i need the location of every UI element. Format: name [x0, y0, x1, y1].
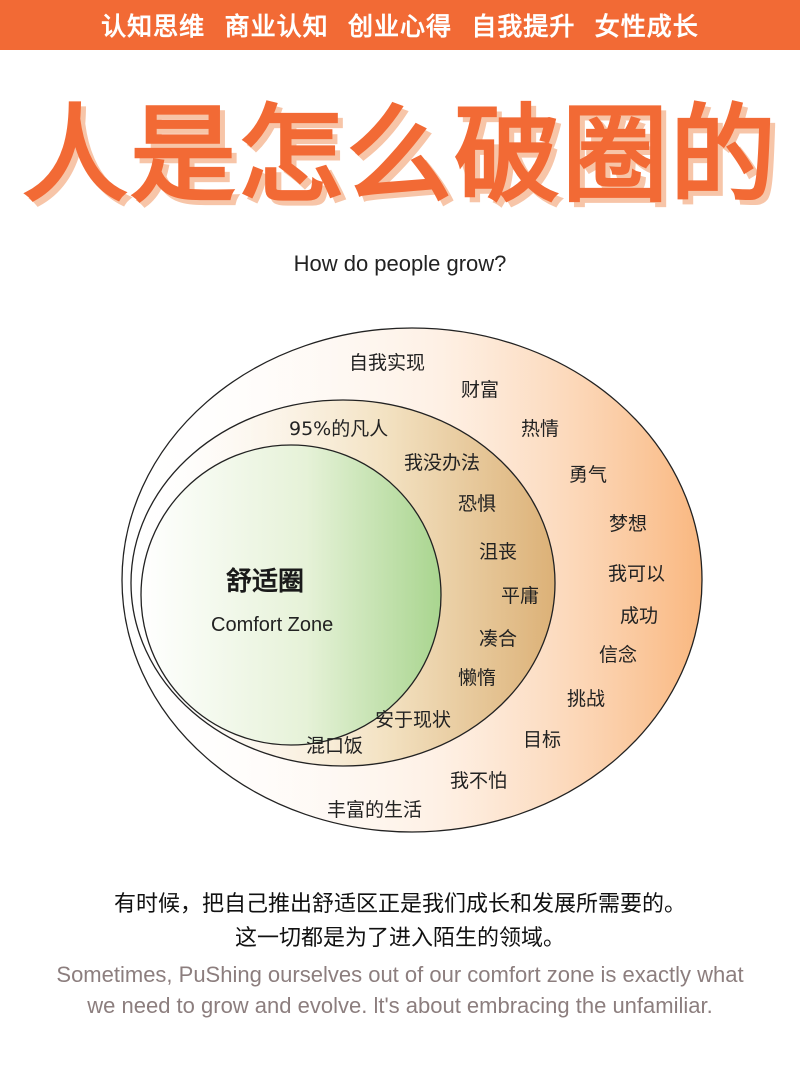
outer-label: 信念 [599, 644, 638, 666]
outer-label: 勇气 [569, 464, 608, 486]
caption-cn-line1: 有时候，把自己推出舒适区正是我们成长和发展所需要的。 [113, 892, 686, 917]
middle-label: 平庸 [501, 585, 540, 607]
middle-label: 恐惧 [458, 493, 497, 515]
outer-label: 热情 [521, 418, 560, 440]
banner-tags: 认知思维 商业认知 创业心得 自我提升 女性成长 [101, 12, 699, 41]
comfort-zone-subtitle: Comfort Zone [211, 614, 334, 636]
comfort-zone-title: 舒适圈 [226, 567, 305, 597]
outer-label: 目标 [523, 729, 562, 751]
outer-label: 丰富的生活 [327, 799, 423, 821]
middle-label: 我没办法 [404, 452, 481, 474]
middle-label: 混口饭 [306, 735, 364, 757]
top-banner: 认知思维 商业认知 创业心得 自我提升 女性成长 [0, 0, 800, 50]
caption-en-line1: Sometimes, PuShing ourselves out of our … [56, 962, 744, 987]
middle-label: 凑合 [479, 628, 518, 650]
middle-label: 懒惰 [458, 667, 497, 689]
middle-label: 安于现状 [375, 709, 452, 731]
comfort-zone [140, 444, 442, 746]
outer-label: 我不怕 [450, 770, 508, 792]
main-title: 人是怎么破圈的 [22, 94, 778, 217]
subtitle: How do people grow? [293, 251, 507, 276]
caption-cn-line2: 这一切都是为了进入陌生的领域。 [234, 926, 565, 951]
outer-label: 梦想 [609, 513, 648, 535]
middle-label: 沮丧 [479, 541, 518, 563]
middle-label: 95%的凡人 [289, 418, 389, 440]
outer-label: 成功 [620, 605, 659, 627]
caption-en-line2: we need to grow and evolve. lt's about e… [87, 993, 713, 1018]
outer-label: 自我实现 [349, 352, 426, 374]
outer-label: 财富 [461, 379, 500, 401]
outer-label: 我可以 [608, 563, 666, 585]
outer-label: 挑战 [567, 688, 606, 710]
